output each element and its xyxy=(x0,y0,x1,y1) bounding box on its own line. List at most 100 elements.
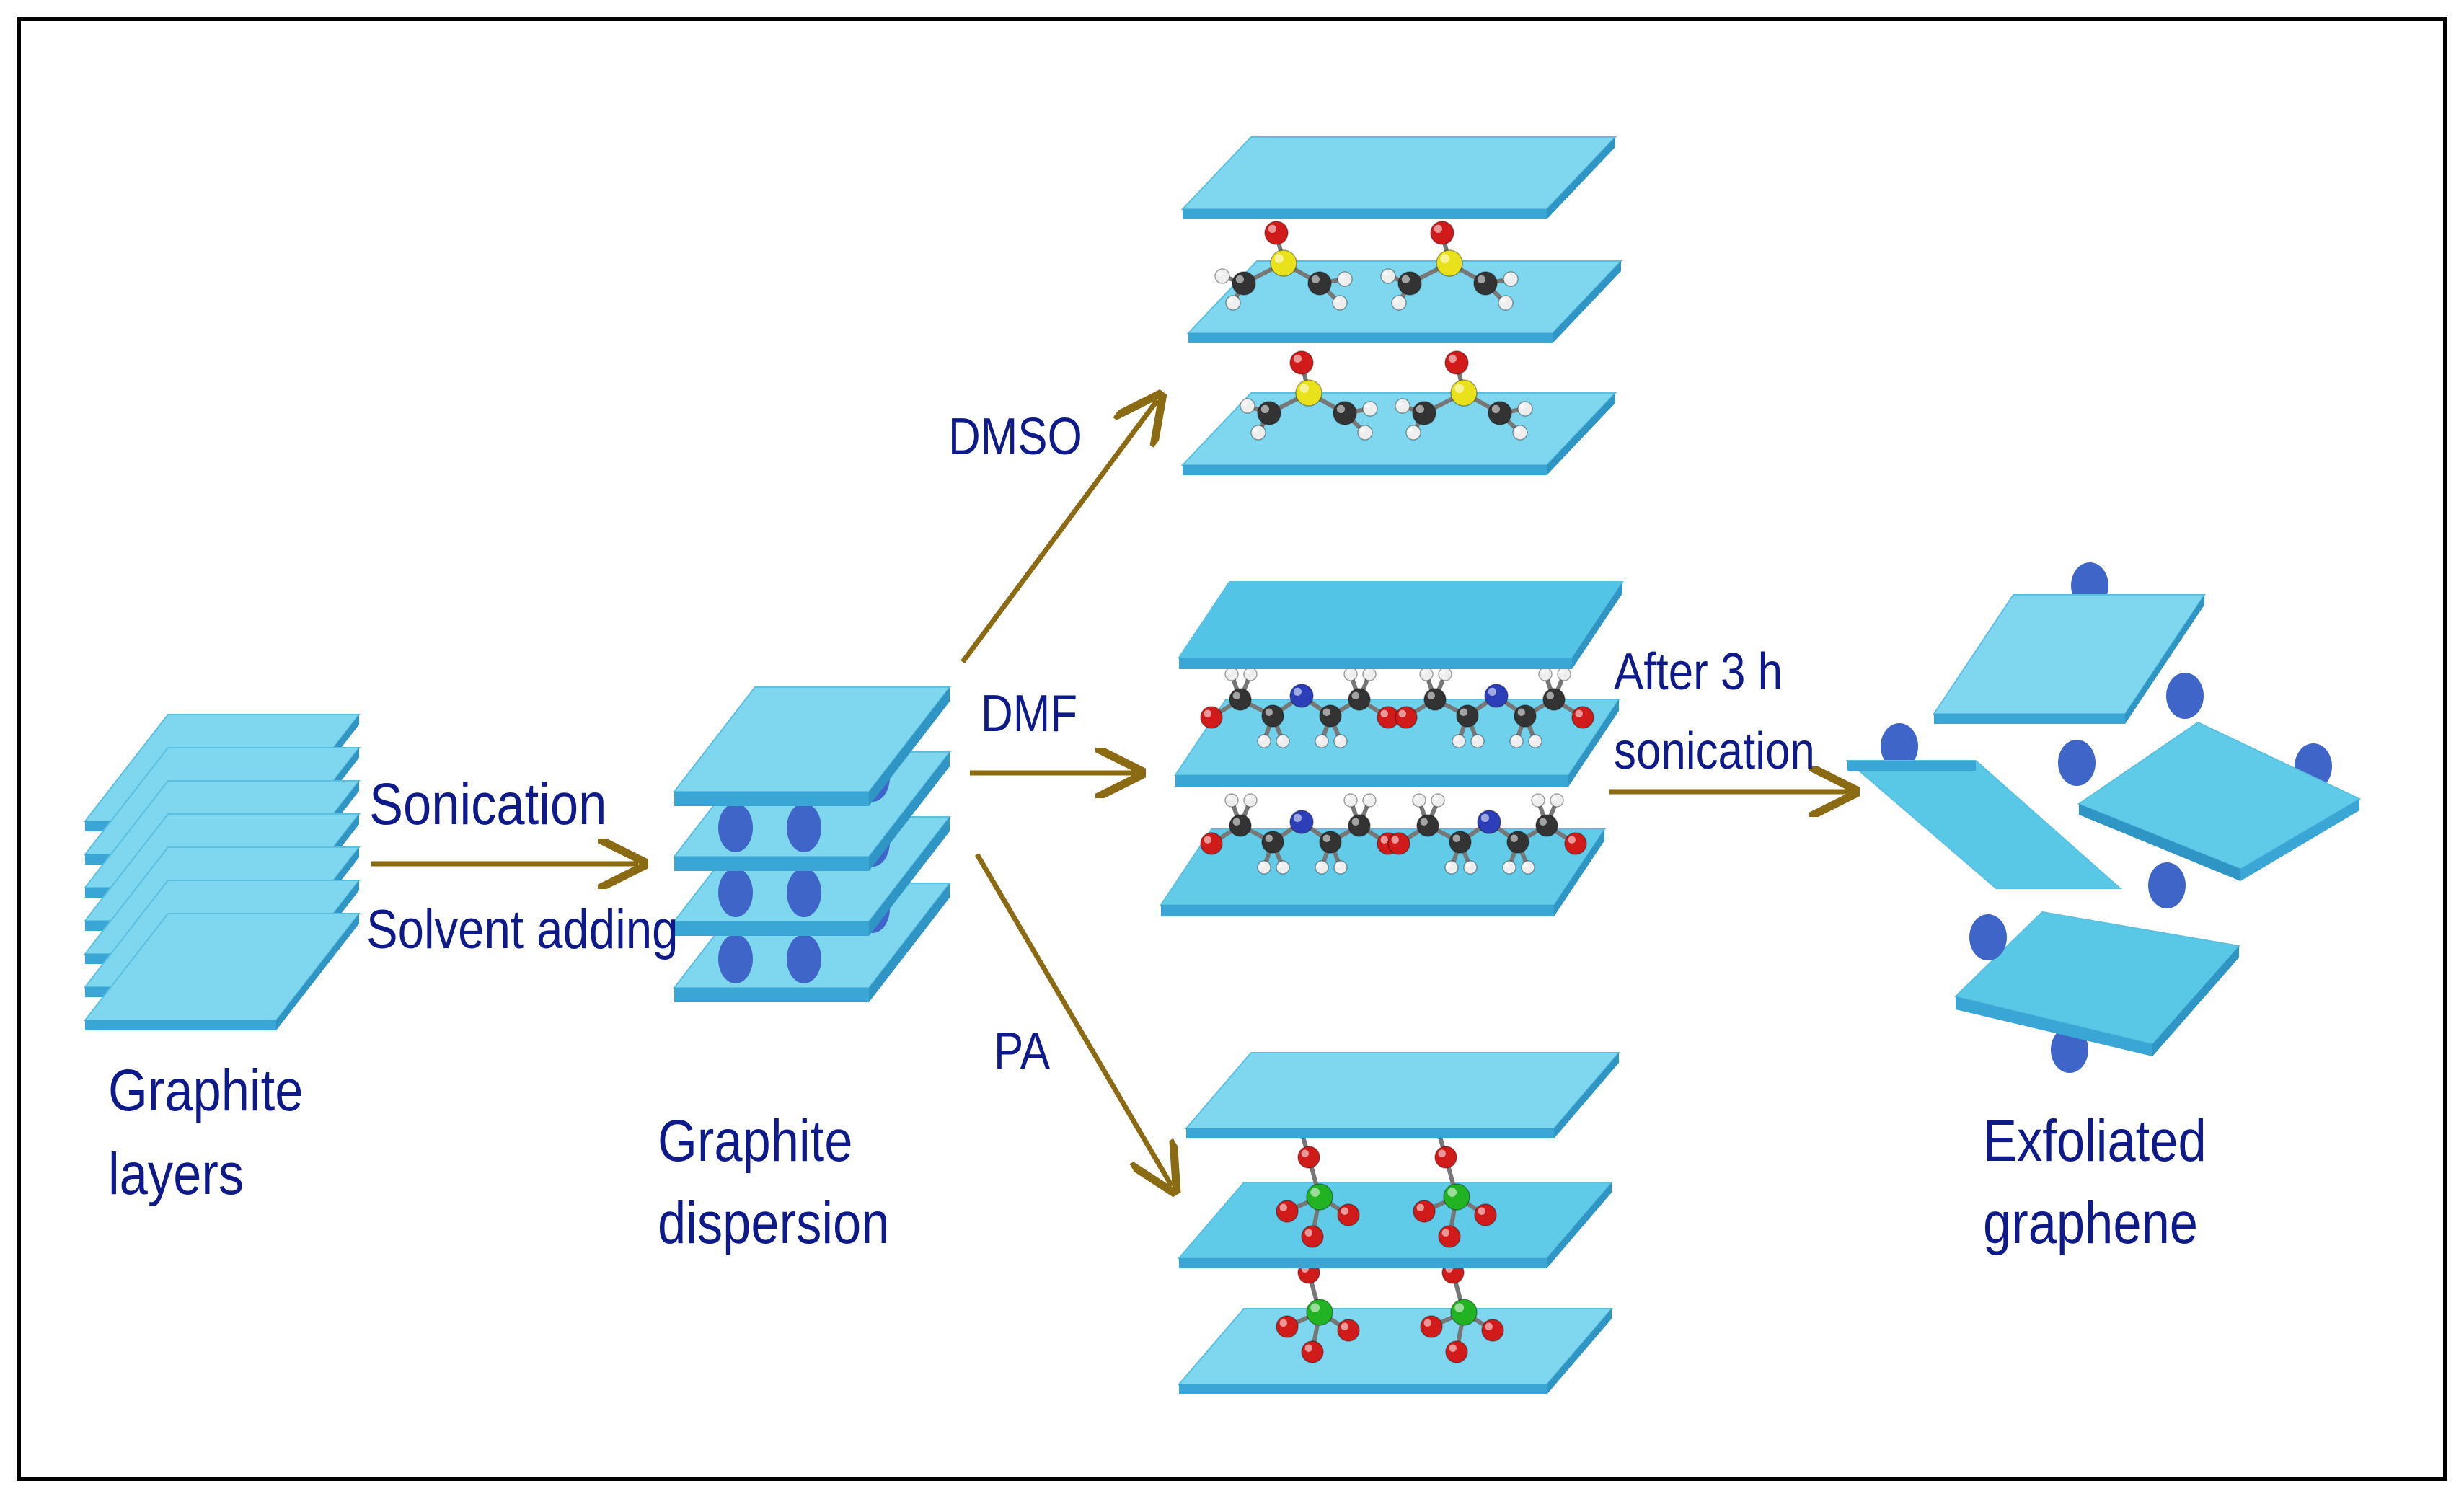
oxygen-atom-highlight xyxy=(1448,354,1457,363)
hydrogen-atom xyxy=(1357,425,1373,441)
exfoliated-sheet xyxy=(1845,760,2122,889)
oxygen-atom xyxy=(1444,350,1469,375)
carbon-atom-highlight xyxy=(1351,691,1359,699)
hydrogen-atom xyxy=(1343,793,1358,808)
oxygen-atom-highlight xyxy=(1341,1207,1348,1215)
oxygen-atom-highlight xyxy=(1485,1322,1493,1330)
hydrogen-atom-highlight xyxy=(1440,669,1445,674)
dmf-molecule xyxy=(1200,667,1400,748)
hydrogen-atom-highlight xyxy=(1278,862,1283,867)
intercalant-dot xyxy=(2148,862,2186,908)
sheet-front-edge xyxy=(1847,761,1976,771)
carbon-atom xyxy=(1397,271,1422,296)
carbon-atom-highlight xyxy=(1517,708,1525,716)
oxygen-atom xyxy=(1387,832,1410,855)
carbon-atom-highlight xyxy=(1477,275,1485,283)
carbon-atom xyxy=(1488,401,1512,425)
dmso-molecule xyxy=(1395,350,1533,441)
hydrogen-atom xyxy=(1332,295,1348,311)
carbon-atom-highlight xyxy=(1232,691,1240,699)
hydrogen-atom-highlight xyxy=(1245,795,1250,800)
carbon-atom xyxy=(1506,831,1529,854)
hydrogen-atom xyxy=(1528,734,1542,748)
hydrogen-atom xyxy=(1512,425,1528,441)
carbon-atom-highlight xyxy=(1539,818,1547,826)
intercalant-dot xyxy=(2058,740,2096,786)
hydrogen-atom-highlight xyxy=(1506,274,1511,279)
oxygen-atom xyxy=(1571,706,1594,729)
hydrogen-atom xyxy=(1498,295,1514,311)
phosphorus-atom-highlight xyxy=(1310,1303,1320,1312)
hydrogen-atom-highlight xyxy=(1365,404,1370,409)
hydrogen-atom xyxy=(1531,793,1545,808)
sheet-front-edge xyxy=(1183,209,1547,219)
carbon-atom xyxy=(1423,688,1447,711)
hydrogen-atom-highlight xyxy=(1335,736,1341,741)
oxygen-atom-highlight xyxy=(1398,709,1406,717)
pa-label: PA xyxy=(994,1022,1051,1080)
nitrogen-atom xyxy=(1289,684,1314,708)
sheet-front-edge xyxy=(1179,1258,1547,1268)
sheet-top-face xyxy=(1186,260,1623,334)
carbon-atom xyxy=(1261,831,1284,854)
oxygen-atom xyxy=(1434,1146,1457,1169)
oxygen-atom xyxy=(1289,350,1314,375)
carbon-atom-highlight xyxy=(1235,275,1244,283)
dmso-sheet xyxy=(1180,136,1617,219)
hydrogen-atom xyxy=(1257,860,1271,875)
pa-arrow xyxy=(974,853,1172,1186)
hydrogen-atom-highlight xyxy=(1317,862,1322,867)
hydrogen-atom xyxy=(1550,793,1564,808)
carbon-atom-highlight xyxy=(1427,691,1435,699)
carbon-atom xyxy=(1514,704,1537,728)
carbon-atom xyxy=(1307,271,1332,296)
sulfur-atom xyxy=(1436,249,1463,277)
oxygen-atom-highlight xyxy=(1391,836,1399,844)
carbon-atom-highlight xyxy=(1546,691,1554,699)
exfoliated-sheet xyxy=(2077,721,2362,881)
carbon-atom-highlight xyxy=(1260,404,1269,414)
phosphoric-acid-molecule xyxy=(1276,1125,1360,1248)
oxygen-atom xyxy=(1564,832,1587,855)
hydrogen-atom xyxy=(1343,667,1358,681)
carbon-atom xyxy=(1257,401,1281,425)
exfoliated-sheet xyxy=(1954,911,2240,1056)
sheet-side-edge xyxy=(869,817,950,936)
carbon-atom xyxy=(1319,831,1342,854)
oxygen-atom-highlight xyxy=(1434,224,1442,233)
carbon-atom xyxy=(1232,271,1256,296)
hydrogen-atom xyxy=(1405,425,1421,441)
carbon-atom xyxy=(1535,814,1558,837)
phosphorus-atom xyxy=(1306,1183,1333,1211)
oxygen-atom xyxy=(1276,1315,1299,1338)
sheet-front-edge xyxy=(2079,804,2240,881)
intercalant-dot xyxy=(1881,723,1918,769)
oxygen-atom xyxy=(1420,1315,1443,1338)
hydrogen-atom-highlight xyxy=(1530,736,1536,741)
carbon-atom-highlight xyxy=(1322,834,1330,842)
oxygen-atom-highlight xyxy=(1575,709,1583,717)
hydrogen-atom xyxy=(1412,793,1426,808)
carbon-atom xyxy=(1348,814,1371,837)
oxygen-atom-highlight xyxy=(1268,224,1276,233)
oxygen-atom xyxy=(1200,832,1223,855)
oxygen-atom xyxy=(1301,1225,1324,1248)
exfoliated-graphene-sheets xyxy=(1845,562,2362,1073)
hydrogen-atom-highlight xyxy=(1227,669,1232,674)
hydrogen-atom-highlight xyxy=(1433,795,1438,800)
hydrogen-atom-highlight xyxy=(1504,862,1510,867)
dmf-molecule xyxy=(1387,793,1587,875)
dmso-label: DMSO xyxy=(948,408,1082,466)
oxygen-atom xyxy=(1474,1203,1497,1226)
intercalant-blob xyxy=(787,803,821,852)
carbon-atom xyxy=(1229,688,1252,711)
oxygen-atom-highlight xyxy=(1568,836,1576,844)
hydrogen-atom xyxy=(1452,734,1466,748)
hydrogen-atom-highlight xyxy=(1360,428,1365,433)
hydrogen-atom xyxy=(1214,268,1230,284)
pa-intercalated-sheets xyxy=(1177,1052,1621,1394)
graphite-dispersion-label-line1: Graphite xyxy=(658,1108,853,1174)
hydrogen-atom-highlight xyxy=(1559,669,1565,674)
intercalant-dot xyxy=(1969,914,2007,960)
dmf-sheet xyxy=(1178,581,1624,669)
